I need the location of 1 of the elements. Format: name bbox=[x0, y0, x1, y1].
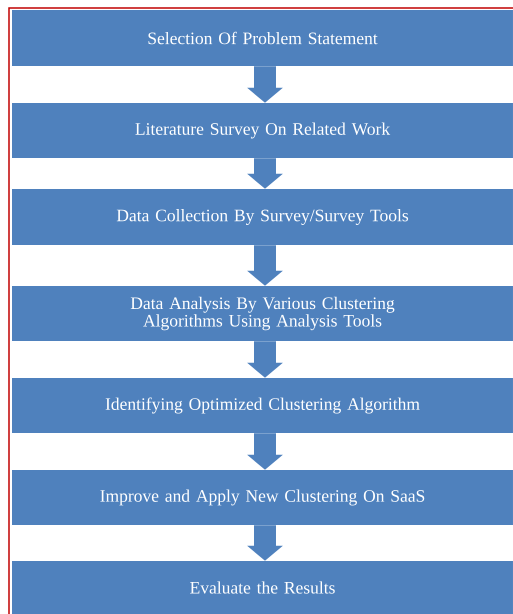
process-box: Selection Of Problem Statement bbox=[12, 10, 513, 66]
